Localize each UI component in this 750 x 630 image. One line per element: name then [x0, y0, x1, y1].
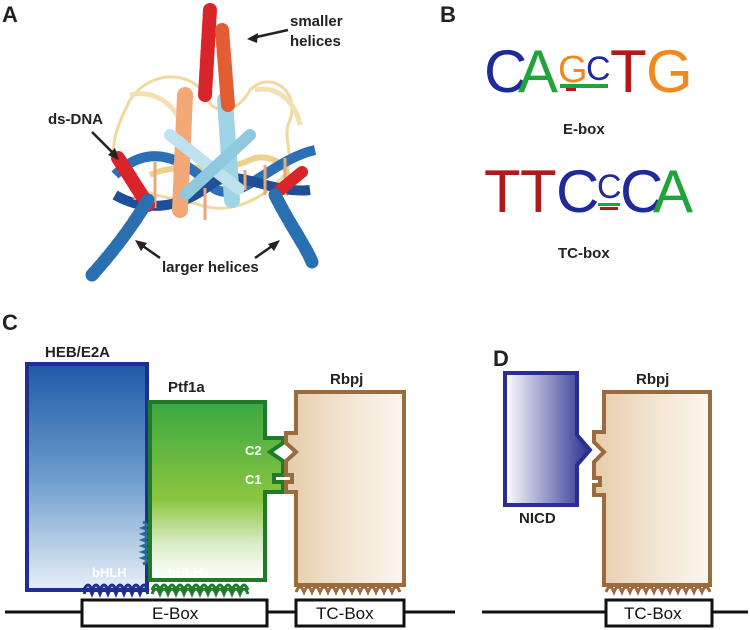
ebox-site-label: E-Box [152, 604, 199, 623]
logo-letter: T [484, 158, 521, 225]
c1-label: C1 [245, 472, 262, 487]
label-larger-helices: larger helices [162, 259, 259, 276]
logo-letter: G [646, 38, 693, 105]
tcbox-site-d [604, 598, 714, 628]
rbpj-protein-d [592, 390, 712, 587]
bhlh-coil-green [150, 583, 250, 599]
heb-label: HEB/E2A [45, 344, 110, 361]
tcbox-site-label-d: TC-Box [624, 604, 682, 623]
side-coil [138, 520, 149, 566]
label-smaller-helices-line1: smaller [290, 13, 343, 30]
nicd-protein [503, 371, 593, 507]
panel-letter-b: B [440, 2, 456, 27]
panel-letter-c: C [2, 310, 18, 335]
rbpj-coil-c [294, 585, 402, 597]
bhlh-left-label: bHLH [92, 565, 127, 580]
logo-letter: C [620, 158, 663, 225]
ebox-sequence-logo: C A G C T G [484, 38, 693, 105]
c2-label: C2 [245, 443, 262, 458]
arrow-smaller-helices [251, 28, 289, 40]
arrowhead-ds-dna [108, 148, 119, 160]
logo-letter: T [520, 158, 557, 225]
ptf1a-protein [148, 400, 285, 582]
bhlh-coil-blue [82, 583, 150, 599]
logo-letter: C [484, 38, 527, 105]
rbpj-label-c: Rbpj [330, 371, 363, 388]
ebox-caption: E-box [563, 121, 605, 138]
arrowhead-larger-helices-right [268, 240, 280, 251]
panel-letter-d: D [493, 346, 509, 371]
rbpj-coil-d [604, 585, 712, 597]
arrowhead-larger-helices-left [135, 240, 147, 251]
tcbox-caption: TC-box [558, 245, 610, 262]
heb-e2a-protein [25, 362, 149, 592]
label-smaller-helices-line2: helices [290, 33, 341, 50]
nicd-label: NICD [519, 510, 556, 527]
logo-letter: T [610, 38, 647, 105]
logo-letter: A [653, 158, 693, 225]
tcbox-site-label-c: TC-Box [316, 604, 374, 623]
logo-letter: C [597, 168, 622, 206]
arrow-ds-dna [91, 131, 116, 156]
rbpj-label-d: Rbpj [636, 371, 669, 388]
bhlh-right-label: bHLH [168, 565, 203, 580]
ebox-site [80, 598, 269, 628]
arrowhead-smaller-helices [247, 33, 258, 43]
logo-letter: C [556, 158, 599, 225]
ptf1a-label: Ptf1a [168, 379, 205, 396]
panel-letter-a: A [2, 2, 18, 27]
rbpj-protein-c [284, 390, 406, 587]
label-ds-dna: ds-DNA [48, 111, 103, 128]
protein-dna-structure [85, 3, 319, 282]
tcbox-site-c [294, 598, 406, 628]
tcbox-sequence-logo: T T C C C A [484, 158, 693, 225]
logo-letter: C [586, 50, 611, 88]
logo-letter: A [518, 38, 558, 105]
